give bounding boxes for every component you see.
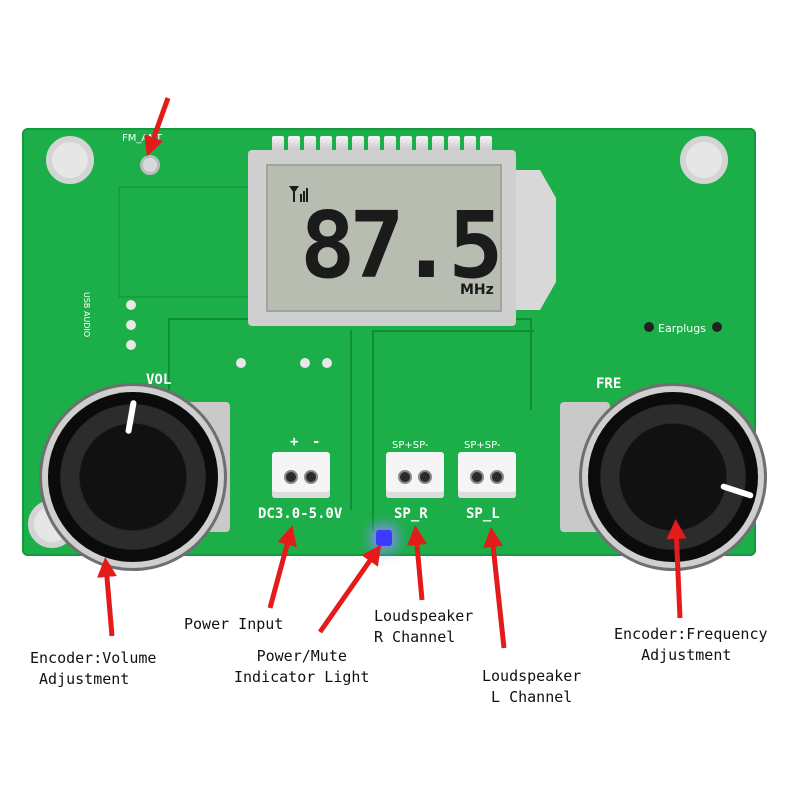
speaker-l-connector	[458, 452, 516, 498]
sp-r-pins-label: SP+SP-	[392, 440, 429, 451]
loudspeaker-l-label: Loudspeaker L Channel	[482, 667, 582, 706]
indicator-led	[376, 530, 392, 546]
signal-strength-icon	[289, 186, 308, 202]
speaker-l-arrow	[483, 527, 507, 649]
encoder-frequency-label: Encoder:Frequency Adjustment	[614, 625, 768, 664]
pcb-trace	[340, 330, 352, 510]
lcd-frequency: 87.5	[300, 192, 504, 299]
encoder-volume-label: Encoder:Volume Adjustment	[30, 649, 157, 688]
fre-label: FRE	[596, 376, 622, 392]
vol-label: VOL	[146, 372, 172, 388]
plus-label: +	[290, 434, 299, 450]
sp-r-label: SP_R	[394, 506, 428, 522]
via	[322, 358, 332, 368]
via	[126, 300, 136, 310]
volume-arrow	[96, 557, 117, 637]
volume-knob	[48, 392, 218, 562]
lcd-pins	[272, 136, 492, 154]
power-input-arrow	[267, 525, 297, 609]
power-connector	[272, 452, 330, 498]
via	[644, 322, 654, 332]
power-mute-arrow	[317, 544, 382, 634]
antenna-pad	[140, 155, 160, 175]
earplugs-label: Earplugs	[658, 322, 706, 335]
sp-l-pins-label: SP+SP-	[464, 440, 501, 451]
via	[300, 358, 310, 368]
sp-l-label: SP_L	[466, 506, 500, 522]
power-input-label: Power Input	[184, 615, 284, 633]
pcb-trace	[372, 330, 534, 532]
loudspeaker-r-label: Loudspeaker R Channel	[374, 607, 474, 646]
via	[126, 320, 136, 330]
lcd-unit: MHz	[460, 282, 494, 298]
minus-label: -	[312, 434, 321, 450]
speaker-r-connector	[386, 452, 444, 498]
speaker-r-arrow	[407, 525, 427, 601]
usb-audio-label: USB AUDIO	[82, 292, 91, 338]
fm-ant-label: FM_ANT	[122, 133, 162, 144]
lcd-backlight	[516, 170, 556, 310]
frequency-arrow	[666, 519, 687, 619]
via	[126, 340, 136, 350]
via	[236, 358, 246, 368]
power-mute-label: Power/Mute Indicator Light	[234, 647, 370, 686]
dc-input-label: DC3.0-5.0V	[258, 506, 343, 522]
via	[712, 322, 722, 332]
lcd-screen	[266, 164, 502, 312]
mounting-hole	[46, 136, 94, 184]
mounting-hole	[680, 136, 728, 184]
antenna-arrow	[144, 97, 171, 157]
